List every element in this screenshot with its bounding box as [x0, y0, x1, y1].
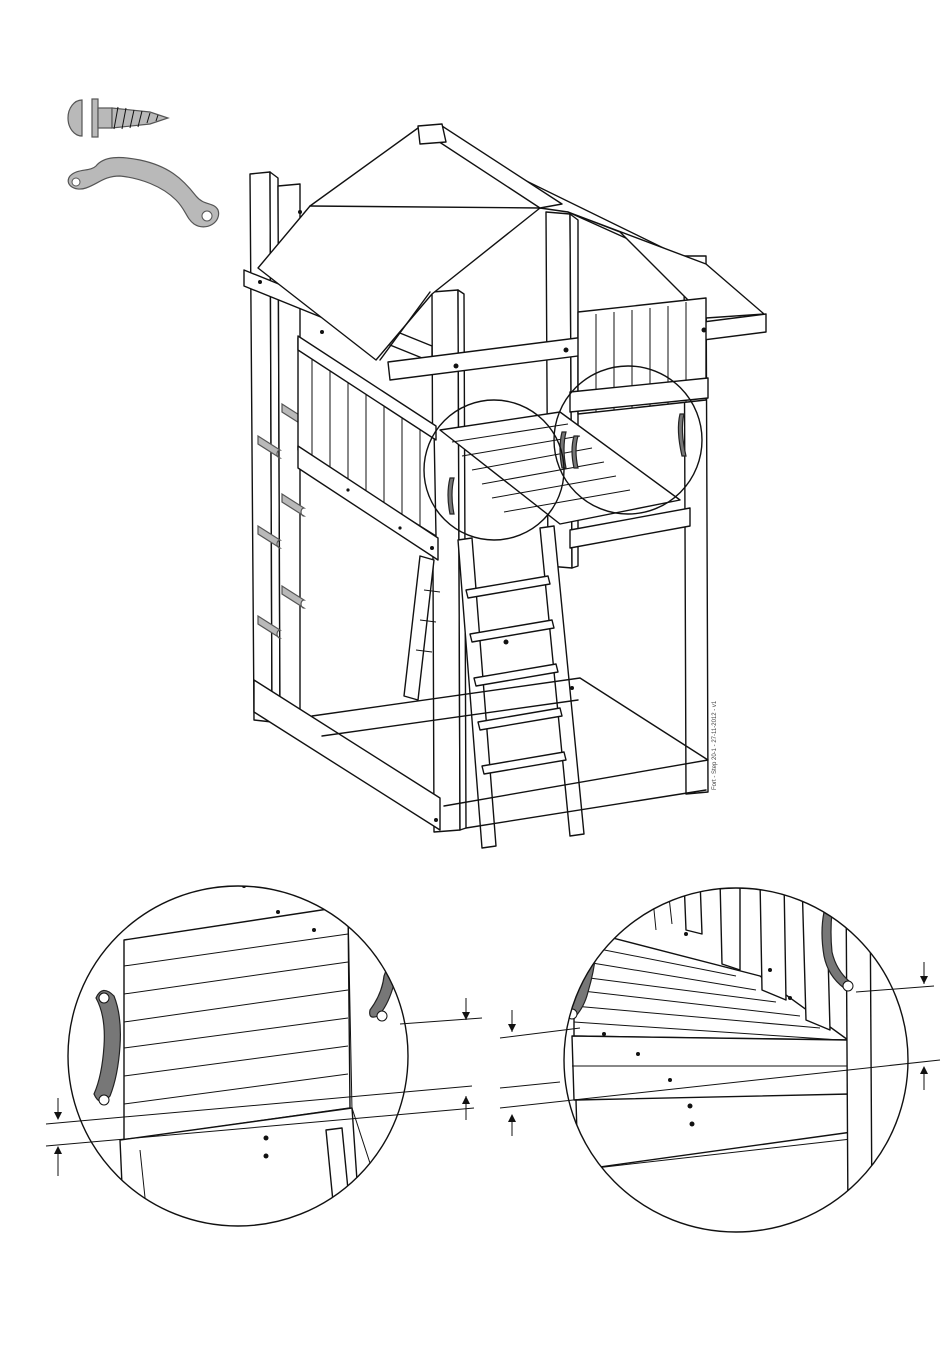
right-handle-detail: [500, 880, 940, 1232]
play-tower-drawing: [244, 124, 766, 848]
screw-icon: [68, 99, 168, 137]
left-handle-detail: [46, 884, 482, 1230]
side-caption: Fort - Step 20-1 - 27-11-2012 - v1: [712, 660, 722, 790]
handle-icon: [68, 158, 218, 227]
